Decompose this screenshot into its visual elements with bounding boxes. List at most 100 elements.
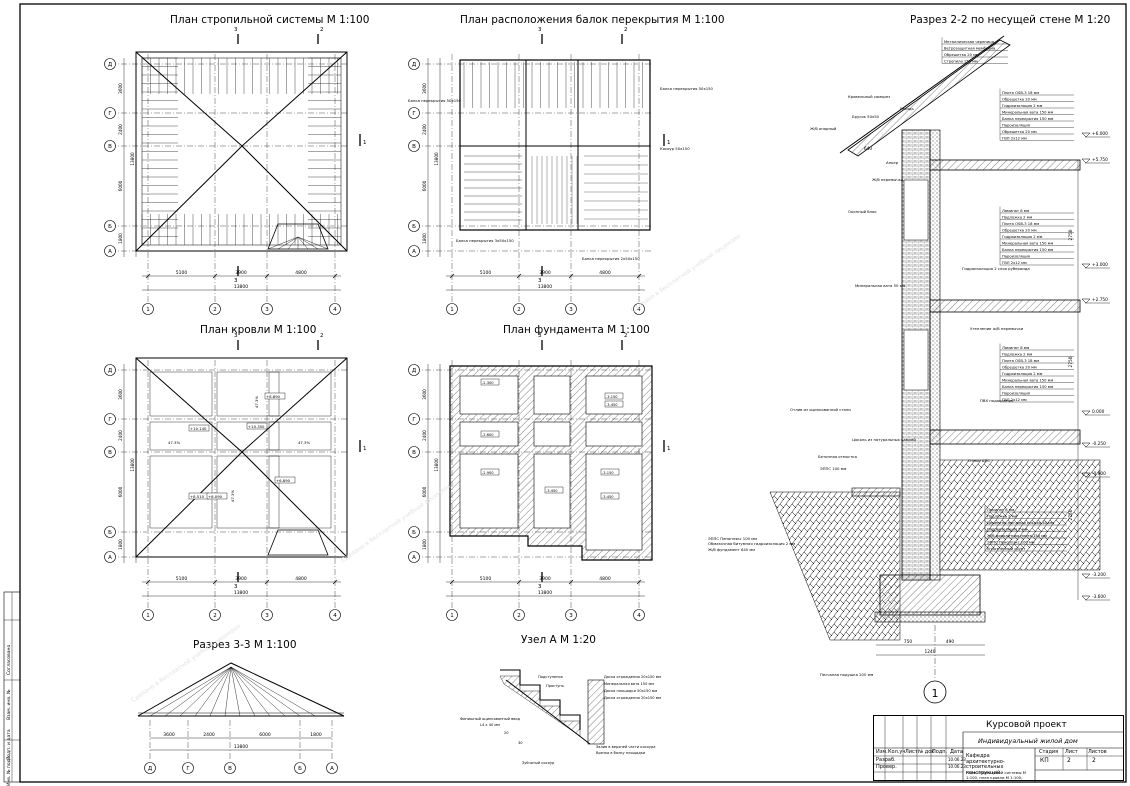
foundation-plan-mark-box-5	[600, 468, 620, 476]
foundation-plan-axis-bubble-num-3	[565, 609, 577, 621]
section-3-3-axis-5-label: А	[330, 766, 334, 772]
stamp-sheet-value: 2	[1067, 757, 1071, 764]
section-level-arrow-5	[1081, 442, 1091, 448]
rafter-plan-dim-span-3: 4800	[295, 270, 307, 276]
section-floor2-layer-7: Балка перекрытия 150 мм	[1002, 385, 1054, 389]
roof-plan-dim-vert-3: 6000	[118, 486, 123, 497]
section-slab-layer-1: Плита OSB-3 18 мм	[1002, 91, 1039, 95]
rafter-plan-axis-bubble-5	[104, 245, 116, 257]
foundation-plan-axis-bubble-2-label: Г	[412, 417, 416, 423]
section-level-arrow-7	[1081, 573, 1091, 579]
stamp-project: Курсовой проект	[986, 720, 1067, 730]
roof-plan-mark-box-0	[264, 392, 286, 400]
beam-plan-dim-total: 13800	[538, 284, 552, 290]
rafter-plan-dim-vert-3: 6000	[118, 180, 123, 191]
section-label-1: Кровельный саморез	[848, 94, 890, 99]
beam-plan-cut-3-bottom-label: 3	[538, 278, 542, 284]
foundation-plan-mark-7: -2.900	[482, 471, 494, 475]
section-level-arrow-8	[1081, 595, 1091, 601]
node-a-label-8: Зубчатый косоур	[522, 761, 555, 765]
foundation-plan-cut-2-top-label: 2	[624, 333, 628, 339]
stamp-header-1: Изм.	[876, 749, 888, 755]
section-level-5: -0.250	[1092, 441, 1106, 447]
stamp-sheets-value: 2	[1092, 757, 1096, 764]
foundation-plan-mark-box-4	[544, 486, 564, 494]
rafter-plan-bay-rafter	[297, 236, 319, 250]
foundation-plan-dim-vert-2: 2400	[422, 430, 427, 441]
section-dim-floor-3: 2750	[1068, 509, 1074, 520]
beam-plan-cut-1-right-label: 1	[667, 140, 671, 146]
section-dim-1240: 1240	[925, 649, 936, 655]
section-label-9: Утепление ж/б перемычки	[970, 326, 1024, 331]
foundation-plan-axis-bubble-num-1-label: 1	[450, 613, 454, 619]
roof-plan-panel-mid-0	[149, 421, 213, 451]
roof-plan-axis-bubble-2	[104, 413, 116, 425]
foundation-plan-axis-bubble-num-2	[513, 609, 525, 621]
roof-plan-mark-8: 47.3%	[254, 396, 259, 408]
section-label-8: Минеральная вата 50 мм	[855, 283, 905, 288]
roof-plan-axis-bubble-num-2-label: 2	[213, 613, 217, 619]
section-ground-layer-3: Цементно-песчаная стяжка 40 мм	[987, 521, 1054, 525]
title-block: Курсовой проект Индивидуальный жилой дом…	[873, 715, 1124, 781]
roof-plan-mark-4: +8.510	[190, 494, 205, 499]
rafter-plan-axis-bubble-3	[104, 140, 116, 152]
beam-plan-axis-bubble-2-label: Г	[412, 111, 416, 117]
section-3-3-dim-3: 6000	[259, 732, 271, 738]
stamp-stage-value: КП	[1040, 757, 1049, 764]
beam-plan-dim-vert-1: 3600	[422, 83, 427, 94]
section-floor2-layer-4: Обрешетка 20 мм	[1002, 365, 1037, 369]
rafter-plan-axis-bubble-2-label: Г	[108, 111, 112, 117]
roof-plan-dim-vert-total: 13800	[130, 458, 135, 472]
section-label-20: Песчаная подушка 200 мм	[820, 672, 873, 677]
rafter-plan-axis-bubble-4-label: Б	[108, 224, 112, 230]
section-node-bubble	[923, 680, 947, 704]
foundation-plan-dim-vert-4: 1800	[422, 539, 427, 550]
beam-plan-axis-bubble-num-1	[446, 303, 458, 315]
foundation-plan-mark-box-0	[480, 378, 500, 386]
foundation-plan-dim-vert-1: 3600	[422, 389, 427, 400]
node-a-label-3: Доска ограждения 20x150 мм	[604, 675, 661, 679]
foundation-plan-axis-bubble-1	[408, 364, 420, 376]
foundation-plan-dim-span-1: 5100	[480, 576, 492, 582]
section-label-19: Ж/б фундамент 640 мм	[708, 547, 755, 552]
roof-plan-hip-4	[241, 451, 348, 558]
roof-plan-mark-box-1	[188, 424, 210, 432]
section-label-5: Анкер	[886, 160, 899, 165]
foundation-plan-axis-bubble-3	[408, 446, 420, 458]
rafter-plan-hip-2	[241, 51, 348, 147]
roof-plan-axis-bubble-5-label: А	[108, 555, 112, 561]
stamp-header-2: Кол.уч	[888, 749, 906, 755]
foundation-plan-dim-tick-2	[568, 579, 574, 585]
roof-plan-axis-bubble-num-1-label: 1	[146, 613, 150, 619]
beam-plan-dim-vert-3: 6000	[422, 180, 427, 191]
roof-plan-axis-bubble-5	[104, 551, 116, 563]
section-soil-right	[939, 459, 1101, 571]
rafter-plan-dim-span-1: 5100	[176, 270, 188, 276]
section-floor-layer-9: ГВЛ 2x12 мм	[1002, 261, 1027, 265]
stamp-date-1: 10.06.23	[948, 757, 966, 762]
roof-plan-hip-2	[241, 357, 348, 453]
section-floor2-layer-6: Минеральная вата 150 мм	[1002, 378, 1053, 382]
roof-plan-dim-span-2: 3900	[235, 576, 247, 582]
section-label-13: Бетонная отмостка	[818, 454, 857, 459]
beam-plan-axis-bubble-4-label: Б	[412, 224, 416, 230]
roof-plan-dim-vert-4: 1800	[118, 539, 123, 550]
section-sand	[874, 611, 986, 623]
roof-plan-mark-7: 47.3%	[298, 440, 310, 445]
section-3-3-axis-5	[326, 762, 338, 774]
section-label-3: Брусок 50x50	[852, 114, 880, 119]
node-a-title: Узел А М 1:20	[521, 634, 596, 646]
rafter-plan-bay-rafter	[277, 236, 299, 250]
rafter-plan-bay-rafter	[287, 236, 299, 250]
roof-plan-hip-1	[135, 357, 243, 453]
rafter-plan-bay-rafter	[267, 236, 299, 250]
section-level-arrow-0	[1081, 132, 1091, 138]
foundation-plan-mark-2: -3.150	[606, 395, 618, 399]
foundation-plan-cell-8	[585, 453, 643, 551]
roof-plan-axis-bubble-3-label: В	[108, 450, 112, 456]
roof-plan-mark-box-5	[206, 492, 228, 500]
roof-plan-axis-bubble-num-4	[329, 609, 341, 621]
foundation-plan-cell-1	[533, 375, 571, 415]
